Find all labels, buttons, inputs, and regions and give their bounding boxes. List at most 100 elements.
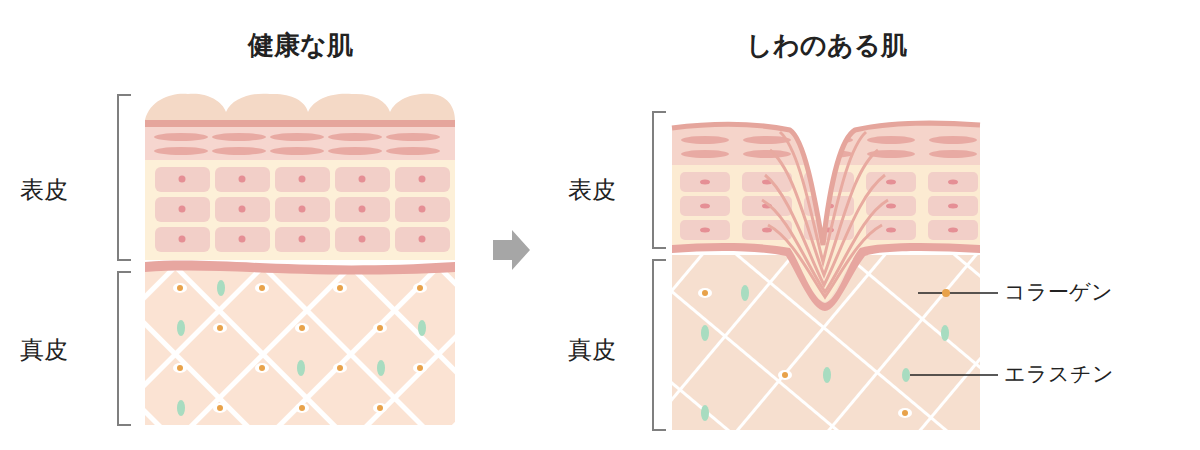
cell [155, 167, 210, 192]
fibroblast [333, 283, 347, 293]
nucleus [179, 206, 186, 213]
layer-brackets [118, 95, 666, 430]
cell [395, 167, 450, 192]
cell [680, 196, 730, 216]
elastin-dot [177, 320, 185, 336]
nucleus [239, 176, 246, 183]
layer-label: 表皮 [20, 177, 68, 203]
cell [215, 197, 270, 222]
nucleus [359, 206, 366, 213]
cell [155, 197, 210, 222]
fibroblast [698, 288, 712, 298]
nucleus [886, 180, 896, 185]
callout-label: エラスチン [1002, 363, 1116, 386]
nucleus [359, 236, 366, 243]
nucleus [700, 204, 710, 209]
elastin-dot [701, 405, 709, 421]
panel-title: 健康な肌 [248, 31, 353, 60]
nucleus [419, 176, 426, 183]
cell-flat [154, 147, 208, 155]
fibroblast-core [337, 365, 343, 371]
callout-label: コラーゲン [1002, 281, 1115, 304]
fibroblast [255, 363, 269, 373]
fibroblast-core [702, 290, 708, 296]
cell-flat [386, 133, 440, 141]
cell [275, 227, 330, 252]
nucleus [299, 176, 306, 183]
fibroblast [213, 323, 227, 333]
elastin-dot [297, 360, 305, 376]
cell-flat [929, 136, 977, 144]
fibroblast-core [259, 285, 265, 291]
cell-flat [681, 136, 729, 144]
nucleus [886, 204, 896, 209]
fibroblast-core [417, 365, 423, 371]
fibroblast-core [217, 325, 223, 331]
cell [215, 167, 270, 192]
nucleus [700, 180, 710, 185]
cell-flat [681, 150, 729, 158]
wrinkled-skin [672, 120, 980, 430]
fibroblast-core [177, 285, 183, 291]
fibroblast [213, 403, 227, 413]
fibroblast [413, 363, 427, 373]
cell [335, 167, 390, 192]
cell [215, 227, 270, 252]
nucleus [239, 236, 246, 243]
nucleus [359, 176, 366, 183]
nucleus [700, 228, 710, 233]
nucleus [948, 180, 958, 185]
fibroblast [778, 370, 792, 380]
nucleus [179, 236, 186, 243]
cell-flat [805, 150, 853, 158]
elastin-dot [217, 280, 225, 296]
cell-flat [154, 133, 208, 141]
cell-flat [929, 150, 977, 158]
cell [395, 197, 450, 222]
cell-flat [212, 133, 266, 141]
cell [275, 167, 330, 192]
fibroblast-core [259, 365, 265, 371]
fibroblast [373, 323, 387, 333]
fibroblast [333, 363, 347, 373]
fibroblast-core [337, 285, 343, 291]
fibroblast-core [177, 365, 183, 371]
fibroblast [413, 283, 427, 293]
fibroblast [295, 403, 309, 413]
nucleus [948, 228, 958, 233]
cell [928, 196, 978, 216]
cell [928, 172, 978, 192]
nucleus [179, 176, 186, 183]
elastin-dot [701, 325, 709, 341]
fibroblast [898, 408, 912, 418]
cell-flat [328, 133, 382, 141]
elastin-dot [177, 400, 185, 416]
nucleus [299, 236, 306, 243]
cell-flat [743, 150, 791, 158]
cell [928, 220, 978, 240]
leader-lines [910, 293, 998, 375]
cell-flat [867, 136, 915, 144]
cell-flat [270, 133, 324, 141]
fibroblast-core [299, 325, 305, 331]
nucleus [239, 206, 246, 213]
cell [680, 220, 730, 240]
fibroblast [255, 283, 269, 293]
fibroblast [173, 283, 187, 293]
elastin-dot [941, 325, 949, 341]
fibroblast-core [417, 285, 423, 291]
fibroblast-core [217, 405, 223, 411]
cell-flat [328, 147, 382, 155]
elastin-dot [377, 360, 385, 376]
layer-label: 表皮 [568, 177, 616, 203]
cell-flat [212, 147, 266, 155]
nucleus [299, 206, 306, 213]
cell-flat [270, 147, 324, 155]
elastin-dot [823, 367, 831, 383]
cell [155, 227, 210, 252]
cell [680, 172, 730, 192]
elastin-dot [741, 285, 749, 301]
progress-arrow [493, 230, 530, 270]
fibroblast-core [299, 405, 305, 411]
